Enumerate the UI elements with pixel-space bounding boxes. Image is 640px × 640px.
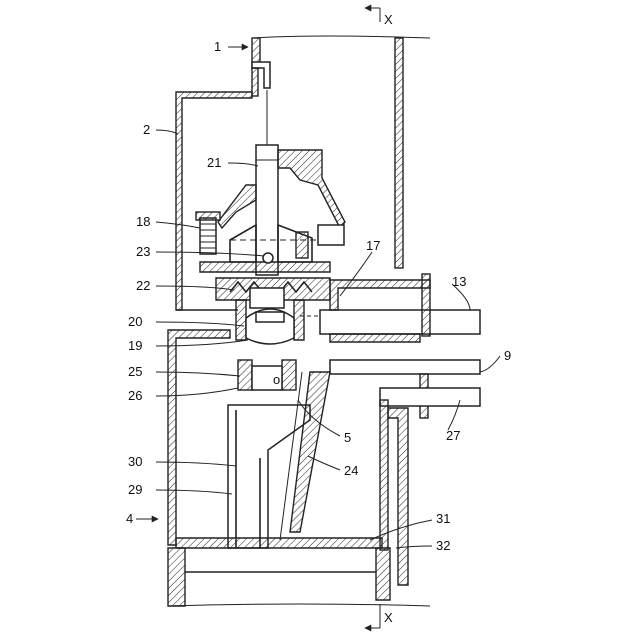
label-5: 5 [344, 430, 351, 445]
label-32: 32 [436, 538, 450, 553]
label-27: 27 [446, 428, 460, 443]
label-22: 22 [136, 278, 150, 293]
label-20: 20 [128, 314, 142, 329]
label-25: 25 [128, 364, 142, 379]
pin-23 [263, 253, 273, 263]
section-marker-bottom-label: X [384, 610, 393, 625]
nozzle-25 [238, 360, 296, 390]
screw-18 [196, 212, 220, 254]
small-mark-5: o [273, 372, 280, 387]
label-31: 31 [436, 511, 450, 526]
label-9: 9 [504, 348, 511, 363]
label-21: 21 [207, 155, 221, 170]
label-13: 13 [452, 274, 466, 289]
label-19: 19 [128, 338, 142, 353]
section-marker-top: X [365, 8, 393, 27]
rod-24 [280, 372, 330, 540]
section-marker-top-label: X [384, 12, 393, 27]
label-17: 17 [366, 238, 380, 253]
section-marker-bottom: X [365, 604, 393, 628]
label-29: 29 [128, 482, 142, 497]
valve-cap [218, 150, 345, 262]
label-18: 18 [136, 214, 150, 229]
label-2: 2 [143, 122, 150, 137]
label-23: 23 [136, 244, 150, 259]
base-plate [168, 538, 430, 606]
flange-plate [200, 262, 330, 272]
label-4: 4 [126, 511, 133, 526]
label-24: 24 [344, 463, 358, 478]
label-1: 1 [214, 39, 221, 54]
diaphragm-22 [216, 278, 330, 308]
label-30: 30 [128, 454, 142, 469]
label-26: 26 [128, 388, 142, 403]
pipe-27 [380, 388, 480, 406]
stem-21 [256, 90, 278, 275]
